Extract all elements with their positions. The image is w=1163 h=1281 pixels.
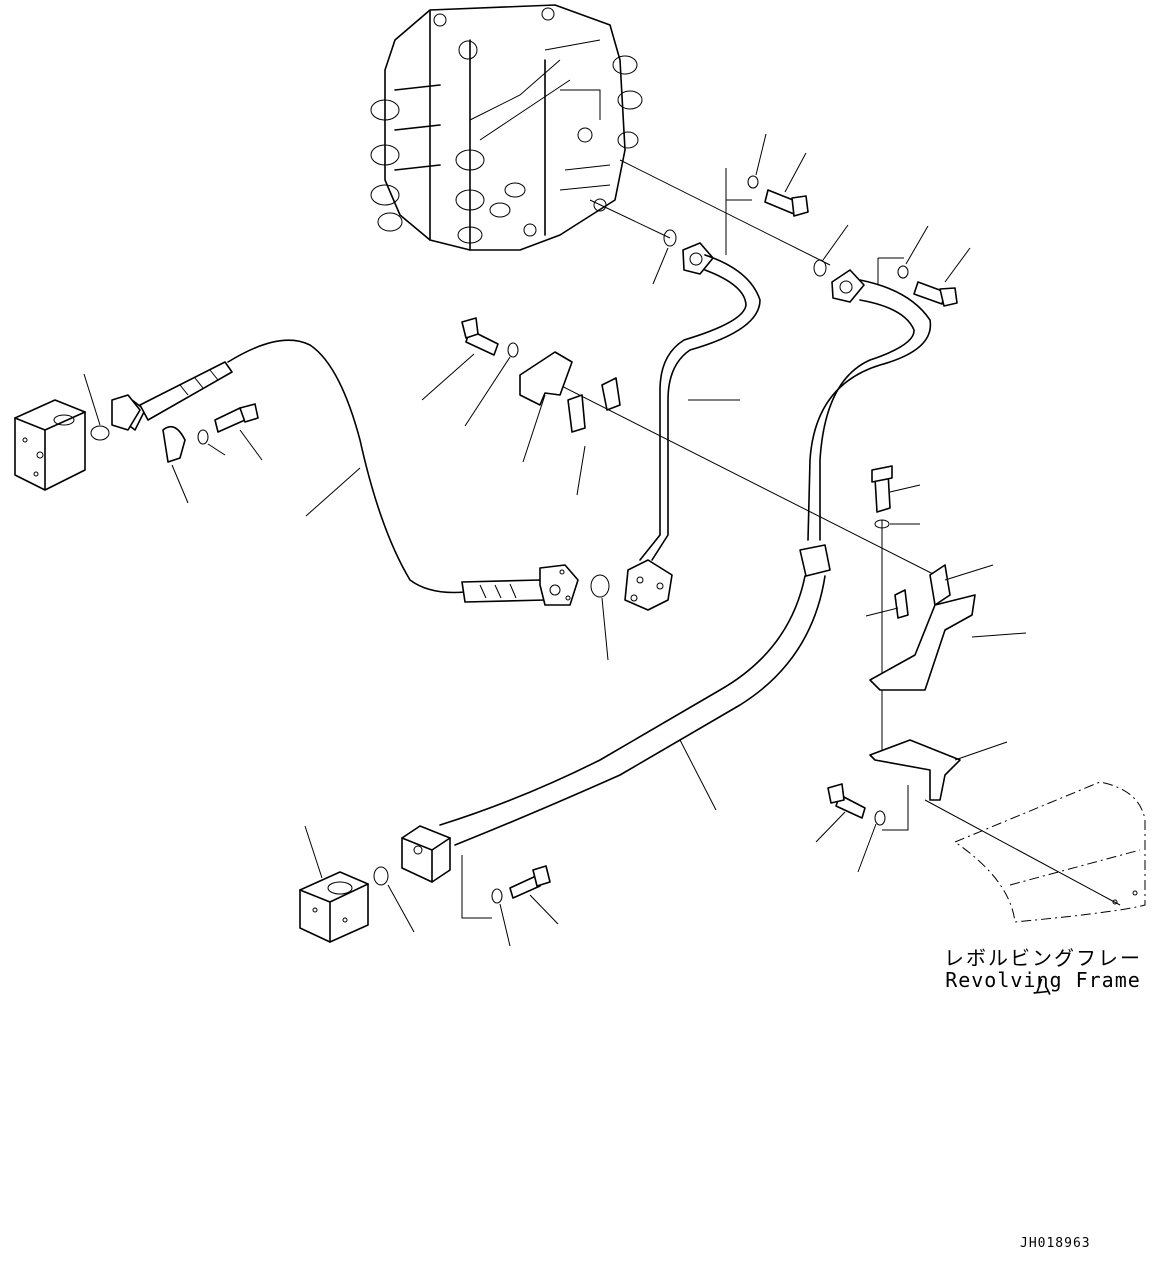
tube-upper	[624, 242, 761, 611]
left-valve-block	[14, 399, 86, 491]
brackets	[869, 564, 976, 801]
revolving-frame	[953, 781, 1146, 923]
drawing-id: JH018963	[1020, 1236, 1091, 1251]
fasteners	[90, 175, 958, 904]
tube-main	[401, 269, 932, 883]
reference-lines	[461, 159, 1121, 919]
revolving-frame-label-en: Revolving Frame	[945, 968, 1141, 992]
lower-valve-block	[299, 871, 369, 943]
clamps	[519, 351, 621, 433]
hose-assembly	[111, 339, 579, 606]
leader-lines	[83, 133, 1027, 947]
revolving-frame-label-jp: レボルビングフレーム	[944, 946, 1142, 999]
control-valve	[370, 4, 643, 251]
